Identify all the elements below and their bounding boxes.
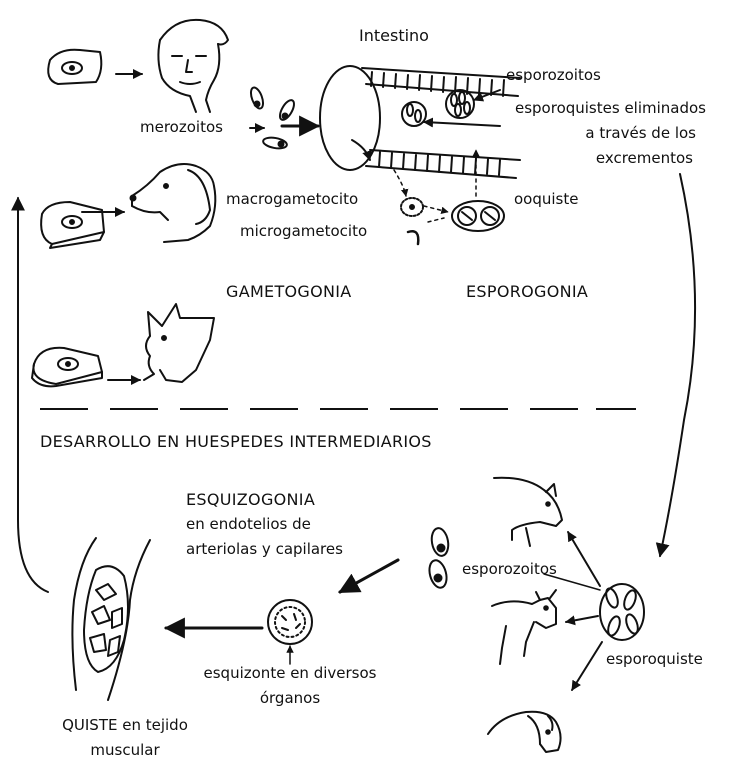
sporozoite-icons — [427, 527, 451, 590]
schizogony-line3: arteriolas y capilares — [186, 540, 343, 559]
schizont-label-line2: órganos — [190, 689, 390, 708]
intestine-label: Intestino — [359, 26, 429, 45]
oocyst-icon — [452, 201, 504, 231]
sporocyst-icon — [600, 584, 644, 640]
human-head-icon — [158, 20, 228, 112]
sporozoites-bottom-label: esporozoitos — [462, 560, 557, 579]
macrogametocyte-icon — [401, 198, 423, 216]
schizogony-line2: en endotelios de — [186, 515, 311, 534]
oocyst-label: ooquiste — [514, 190, 578, 209]
cow-icon — [492, 590, 556, 664]
sheep-icon — [488, 712, 561, 752]
sporozoites-top-label: esporozoitos — [506, 66, 601, 85]
sporocysts-eliminated-label-line1: esporoquistes eliminados — [466, 99, 706, 118]
dog-head-icon — [131, 164, 216, 242]
meat-piece-icon — [48, 50, 101, 84]
merozoites-label: merozoitos — [140, 118, 223, 137]
sporocyst-icon — [402, 90, 474, 126]
meat-piece-icon — [32, 348, 102, 387]
macrogametocyte-label: macrogametocito — [226, 190, 358, 209]
cyst-label-line2: muscular — [30, 741, 220, 760]
microgametocyte-icon — [408, 231, 418, 244]
gametogony-heading: GAMETOGONIA — [226, 282, 352, 301]
intermediate-hosts-heading: DESARROLLO EN HUESPEDES INTERMEDIARIOS — [40, 432, 432, 451]
muscle-cyst-icon — [72, 538, 150, 700]
pig-icon — [494, 478, 562, 546]
merozoite-icons — [249, 86, 297, 150]
schizont-label-line1: esquizonte en diversos — [190, 664, 390, 683]
microgametocyte-label: microgametocito — [240, 222, 367, 241]
schizogony-title: ESQUIZOGONIA — [186, 490, 315, 509]
cyst-label-line1: QUISTE en tejido — [30, 716, 220, 735]
sporogony-heading: ESPOROGONIA — [466, 282, 588, 301]
schizont-icon — [268, 600, 312, 644]
sporocyst-label: esporoquiste — [606, 650, 703, 669]
sporocysts-eliminated-label-line3: excrementos — [466, 149, 693, 168]
sporocysts-eliminated-label-line2: a través de los — [466, 124, 696, 143]
meat-piece-icon — [41, 202, 104, 248]
cat-head-icon — [144, 304, 214, 382]
